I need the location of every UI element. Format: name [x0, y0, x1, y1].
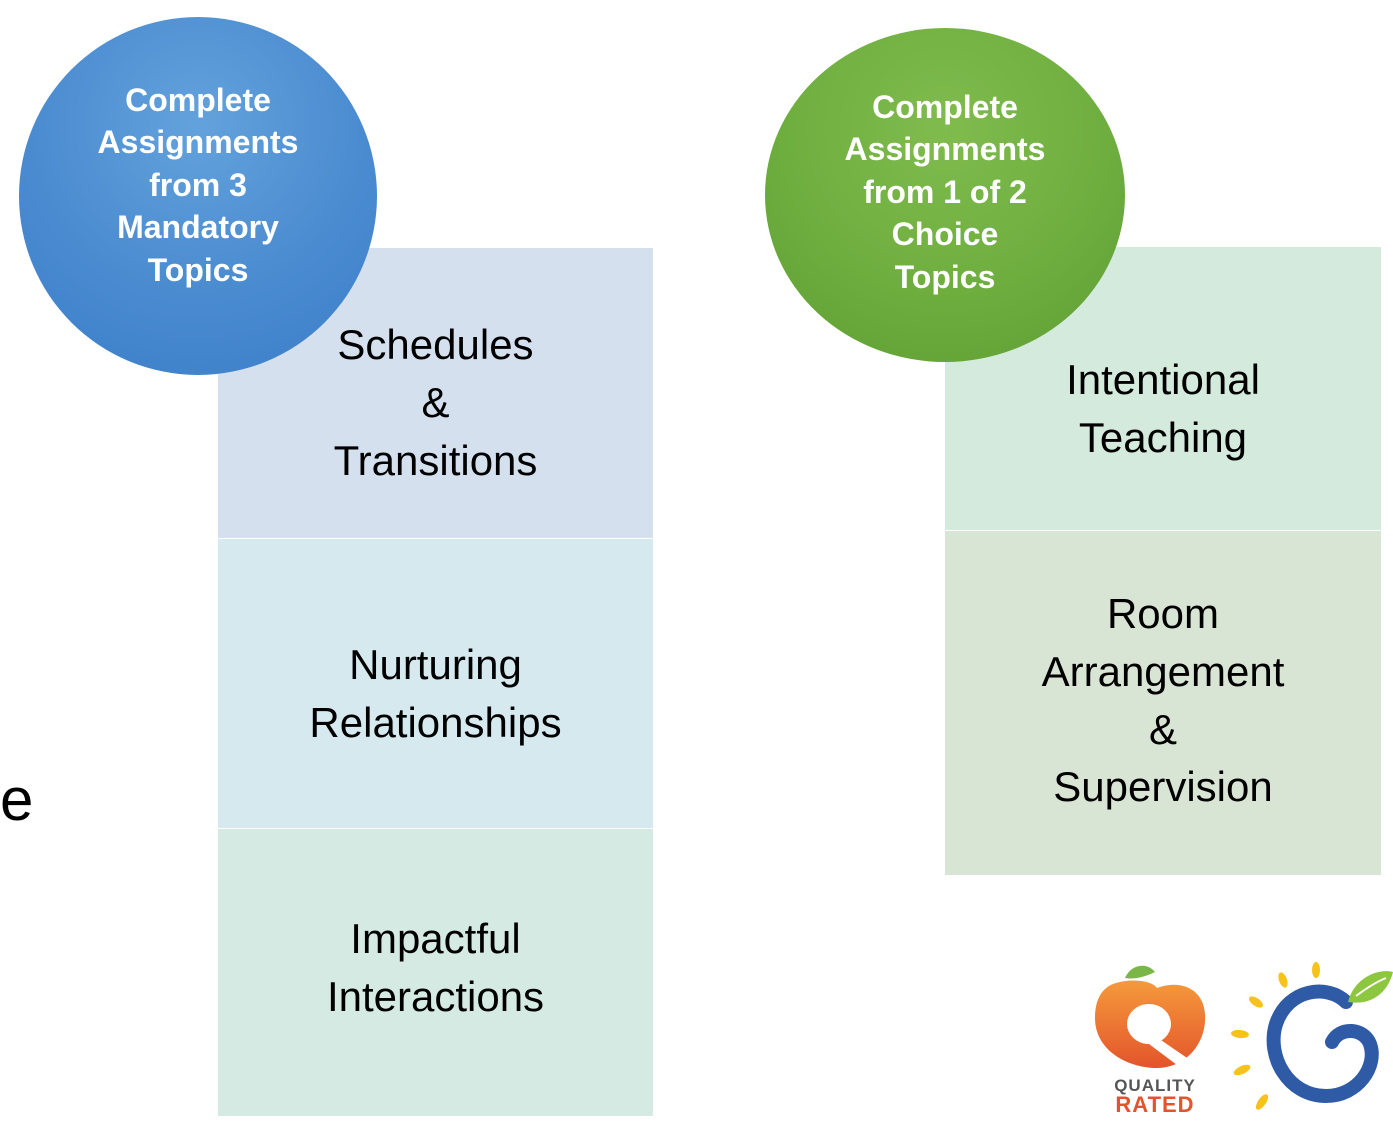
peach-q-icon — [1095, 965, 1206, 1068]
quality-rated-logo: QUALITY RATED — [1085, 958, 1225, 1117]
sun-swirl-logo — [1228, 962, 1393, 1116]
topic-label: Intentional Teaching — [1066, 355, 1260, 461]
circle-label: Complete Assignments from 3 Mandatory To… — [97, 81, 299, 288]
topic-label: Nurturing Relationships — [309, 640, 562, 746]
quality-text: QUALITY — [1114, 1076, 1196, 1095]
mandatory-topics-circle: Complete Assignments from 3 Mandatory To… — [19, 17, 377, 375]
rated-text: RATED — [1115, 1092, 1195, 1117]
sun-swirl-icon — [1231, 962, 1393, 1110]
cropped-text: e — [0, 766, 34, 833]
topic-label: Schedules & Transitions — [333, 321, 538, 484]
topic-box-schedules-transitions: Schedules & Transitions — [218, 248, 653, 538]
topic-box-nurturing-relationships: Nurturing Relationships — [218, 539, 653, 828]
circle-label: Complete Assignments from 1 of 2 Choice … — [844, 88, 1046, 295]
topic-label: Room Arrangement & Supervision — [1041, 589, 1285, 811]
choice-topics-circle: Complete Assignments from 1 of 2 Choice … — [765, 28, 1125, 362]
topic-label: Impactful Interactions — [326, 914, 545, 1020]
topic-box-impactful-interactions: Impactful Interactions — [218, 829, 653, 1116]
topic-box-room-arrangement: Room Arrangement & Supervision — [945, 531, 1381, 875]
